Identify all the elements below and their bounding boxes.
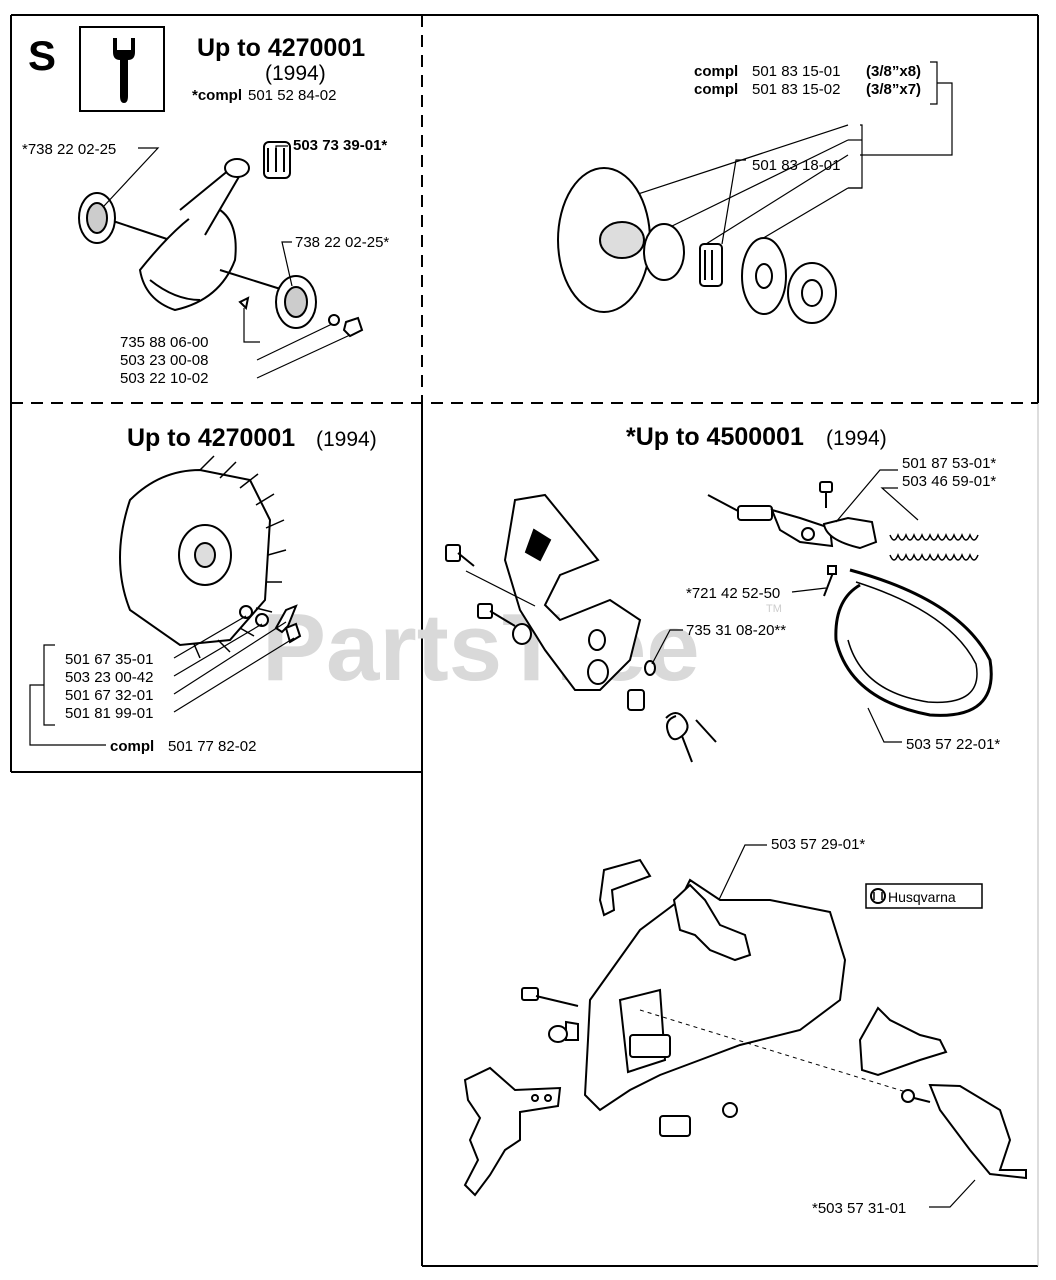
crankshaft-panel: Up to 4270001 (1994) *compl 501 52 84-02 bbox=[22, 34, 389, 387]
crankshaft-part-2: 503 73 39-01* bbox=[293, 137, 387, 154]
section-letter: S bbox=[28, 32, 56, 79]
crankshaft-heading-year: (1994) bbox=[265, 62, 326, 85]
chain-brake-part-6: 503 57 29-01* bbox=[771, 836, 865, 853]
crankshaft-heading: Up to 4270001 bbox=[197, 34, 365, 62]
flywheel-part-4: 501 81 99-01 bbox=[65, 705, 153, 722]
crankshaft-compl-prefix: *compl bbox=[192, 87, 242, 104]
flywheel-compl-number: 501 77 82-02 bbox=[168, 738, 256, 755]
clutch-compl-2-prefix: compl bbox=[694, 81, 738, 98]
flywheel-leaders bbox=[29, 615, 295, 746]
crankshaft-compl-number: 501 52 84-02 bbox=[248, 87, 336, 104]
chain-brake-part-1: 501 87 53-01* bbox=[902, 455, 996, 472]
chain-cover-drawing bbox=[463, 858, 1027, 1197]
clutch-compl-1-prefix: compl bbox=[694, 63, 738, 80]
clutch-compl-1-number: 501 83 15-01 bbox=[752, 63, 840, 80]
chain-brake-drawing bbox=[445, 481, 993, 763]
clutch-brackets bbox=[631, 61, 953, 245]
clutch-compl-1-suffix: (3/8”x8) bbox=[866, 63, 921, 80]
chain-brake-part-2: 503 46 59-01* bbox=[902, 473, 996, 490]
flywheel-panel: Up to 4270001 (1994) bbox=[29, 424, 377, 755]
crankshaft-part-5: 503 23 00-08 bbox=[120, 352, 208, 369]
brand-label: Husqvarna bbox=[888, 889, 956, 905]
flywheel-part-1: 501 67 35-01 bbox=[65, 651, 153, 668]
frame bbox=[10, 14, 1039, 1267]
chain-brake-part-7: *503 57 31-01 bbox=[812, 1200, 906, 1217]
chain-brake-heading-year: (1994) bbox=[826, 427, 887, 450]
crankshaft-part-1: *738 22 02-25 bbox=[22, 141, 116, 158]
clutch-compl-2-number: 501 83 15-02 bbox=[752, 81, 840, 98]
crankshaft-part-6: 503 22 10-02 bbox=[120, 370, 208, 387]
flywheel-heading: Up to 4270001 bbox=[127, 424, 295, 452]
flywheel-heading-year: (1994) bbox=[316, 428, 377, 451]
clutch-drawing bbox=[557, 167, 837, 324]
husqvarna-logo-icon bbox=[870, 888, 886, 904]
flywheel-drawing bbox=[119, 455, 302, 659]
flywheel-compl-prefix: compl bbox=[110, 738, 154, 755]
crankshaft-leaders bbox=[103, 145, 351, 379]
tool-icon-box bbox=[79, 26, 165, 112]
watermark-tm: TM bbox=[766, 603, 782, 615]
chain-brake-part-4: 735 31 08-20** bbox=[686, 622, 786, 639]
flywheel-part-3: 501 67 32-01 bbox=[65, 687, 153, 704]
crankshaft-part-4: 735 88 06-00 bbox=[120, 334, 208, 351]
chain-brake-heading: *Up to 4500001 bbox=[626, 423, 804, 451]
crankshaft-part-3: 738 22 02-25* bbox=[295, 234, 389, 251]
chain-brake-leaders bbox=[465, 469, 976, 1208]
flywheel-part-2: 503 23 00-42 bbox=[65, 669, 153, 686]
clutch-compl-2-suffix: (3/8”x7) bbox=[866, 81, 921, 98]
wrench-icon bbox=[113, 38, 135, 103]
chain-brake-panel: *Up to 4500001 (1994) bbox=[445, 423, 1027, 1217]
clutch-panel: compl 501 83 15-01 (3/8”x8) compl 501 83… bbox=[557, 61, 953, 324]
crankshaft-drawing bbox=[78, 141, 364, 338]
chain-brake-part-5: 503 57 22-01* bbox=[906, 736, 1000, 753]
chain-brake-part-3: *721 42 52-50 bbox=[686, 585, 780, 602]
